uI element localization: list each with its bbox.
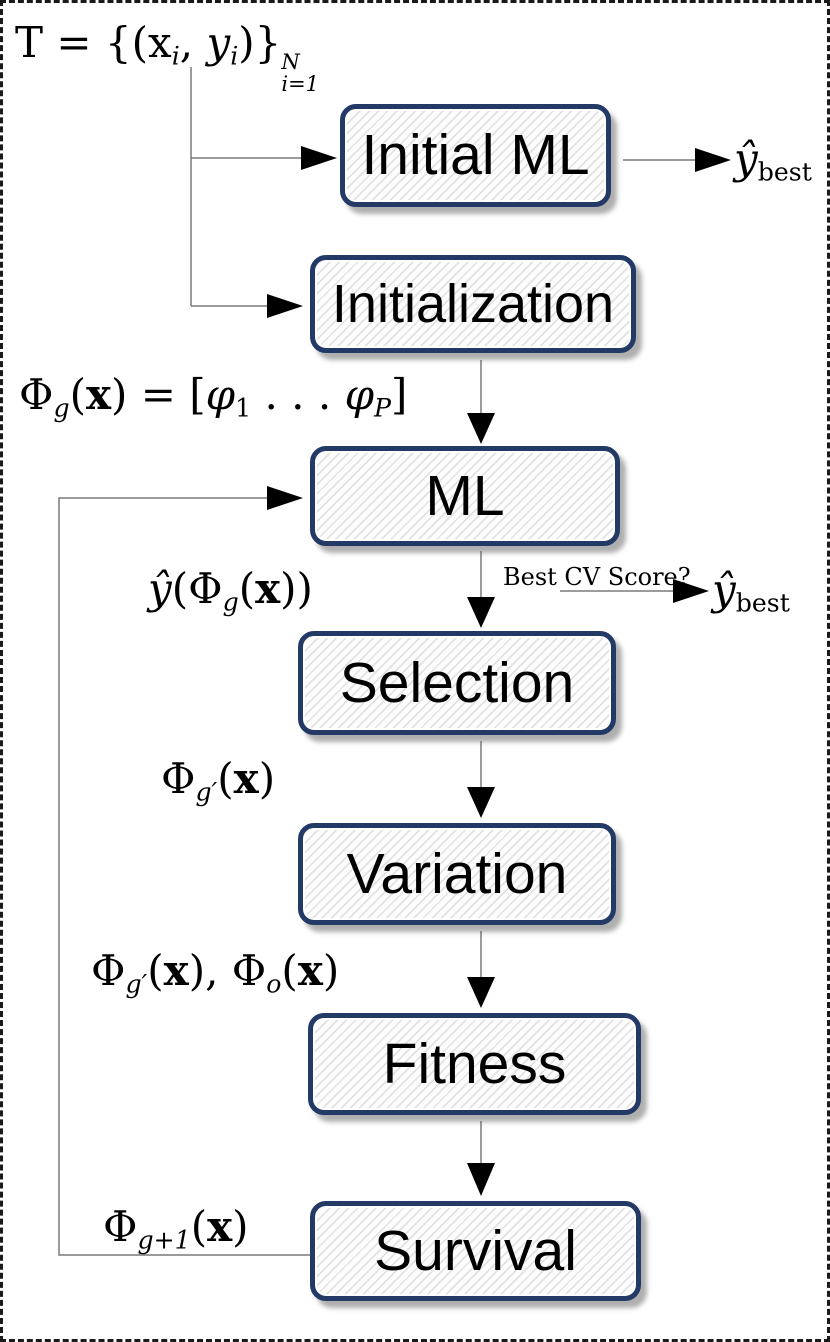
node-initial-ml: Initial ML xyxy=(340,104,611,207)
node-variation: Variation xyxy=(298,823,616,925)
node-selection: Selection xyxy=(298,631,616,735)
arrowhead-into-variation xyxy=(467,787,495,818)
formula-yhat-of-phi-g: ŷ(Φg(x)) xyxy=(148,564,313,617)
arrowhead-yhat-best-top xyxy=(695,148,731,172)
arrowhead-into-survival xyxy=(467,1163,495,1196)
node-fitness: Fitness xyxy=(308,1013,641,1115)
arrowhead-into-initialization xyxy=(267,294,303,318)
node-survival: Survival xyxy=(310,1201,641,1301)
formula-yhat-best-top: ŷbest xyxy=(734,134,812,187)
arrowhead-into-ml xyxy=(467,413,495,444)
formula-phi-g-plus-1: Φg+1(x) xyxy=(103,1202,249,1255)
connector-layer xyxy=(58,67,731,1256)
formula-phi-g-prime-and-offspring: Φg′(x), Φo(x) xyxy=(91,946,340,999)
node-ml: ML xyxy=(310,446,620,546)
arrowhead-into-initial-ml xyxy=(301,146,337,170)
arrowhead-into-fitness xyxy=(467,977,495,1008)
node-initialization: Initialization xyxy=(310,255,636,353)
arrowhead-into-selection xyxy=(467,597,495,628)
formula-phi-g-prime: Φg′(x) xyxy=(161,754,276,807)
formula-yhat-best-mid: ŷbest xyxy=(712,565,790,618)
arrowhead-feedback-into-ml xyxy=(267,486,303,510)
formula-phi-g-definition: Φg(x) = [φ1 . . . φP] xyxy=(19,370,408,423)
best-cv-score-label: Best CV Score? xyxy=(503,563,691,591)
arrowhead-yhat-best-mid xyxy=(673,579,709,603)
survival-feedback-line xyxy=(58,497,310,1256)
